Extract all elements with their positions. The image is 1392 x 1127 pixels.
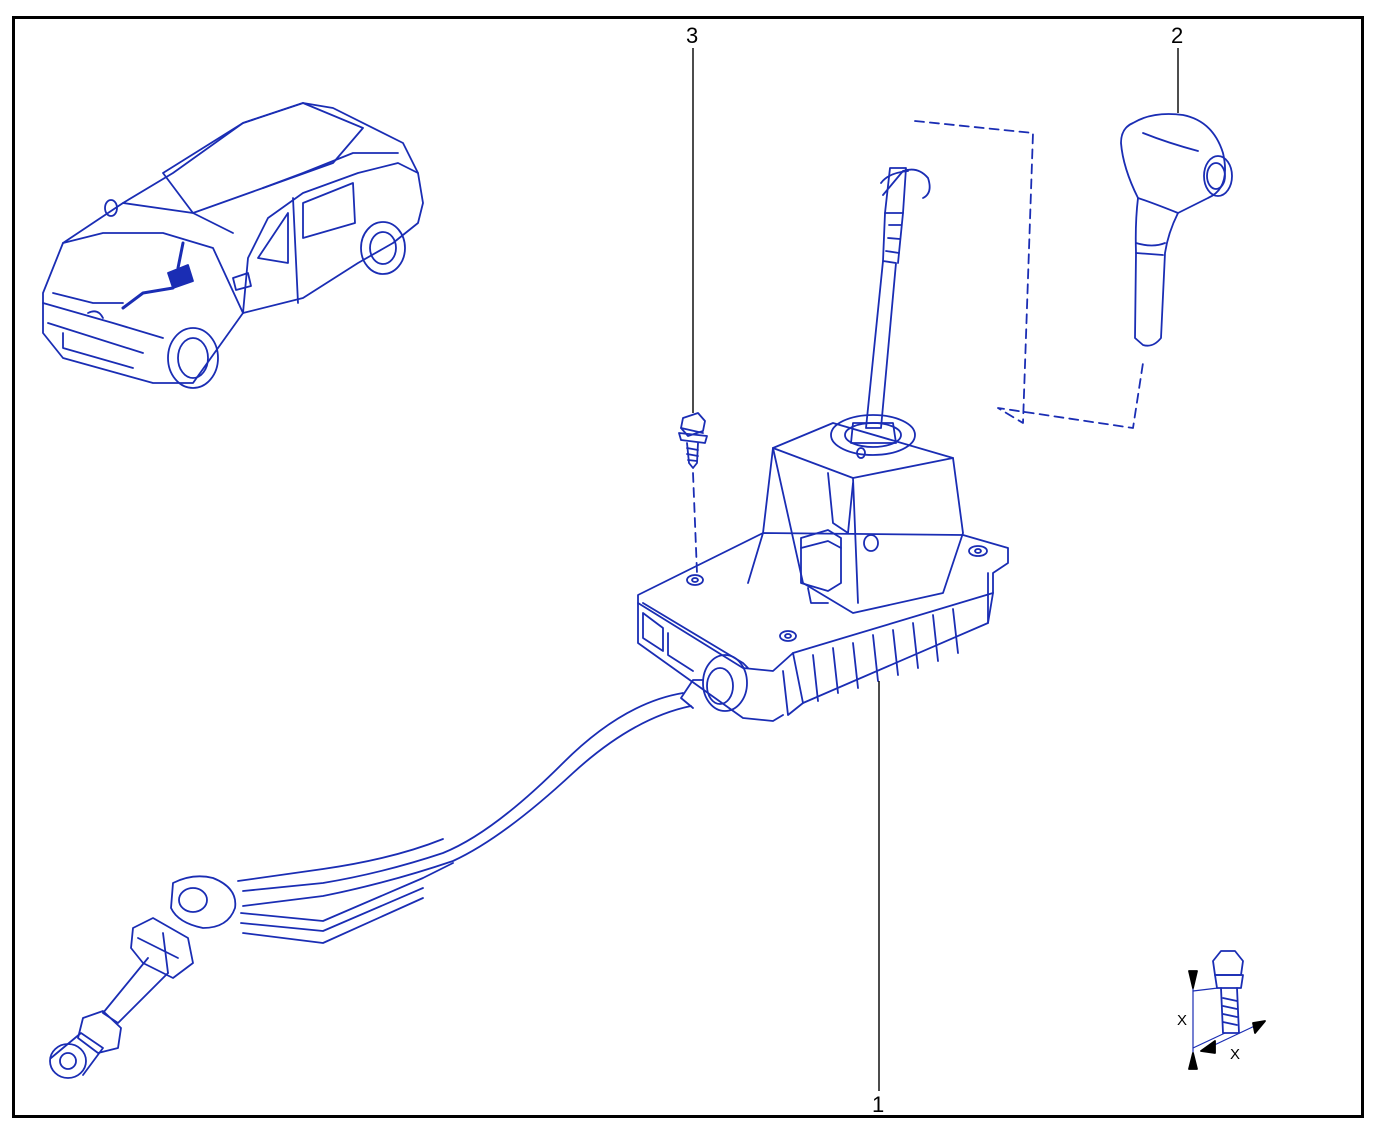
- bolt-part: [678, 412, 708, 469]
- callout-1: 1: [872, 1092, 885, 1117]
- callout-2: 2: [1171, 23, 1184, 48]
- diagram-frame: 3 2 1 X X: [12, 16, 1364, 1118]
- dimension-diameter-label: X: [1230, 1046, 1241, 1063]
- dimension-length-label: X: [1177, 1012, 1188, 1029]
- gear-cable: [49, 692, 692, 1079]
- shifter-assembly: [637, 167, 1009, 722]
- gear-knob: [1120, 113, 1233, 347]
- bolt-dimension-symbol: [1188, 950, 1266, 1070]
- car-thumbnail: [42, 102, 424, 389]
- diagram-svg: [42, 48, 1266, 1091]
- knob-assembly-guide: [914, 120, 1144, 429]
- bolt-assembly-guide: [692, 472, 698, 574]
- callout-3: 3: [686, 23, 699, 48]
